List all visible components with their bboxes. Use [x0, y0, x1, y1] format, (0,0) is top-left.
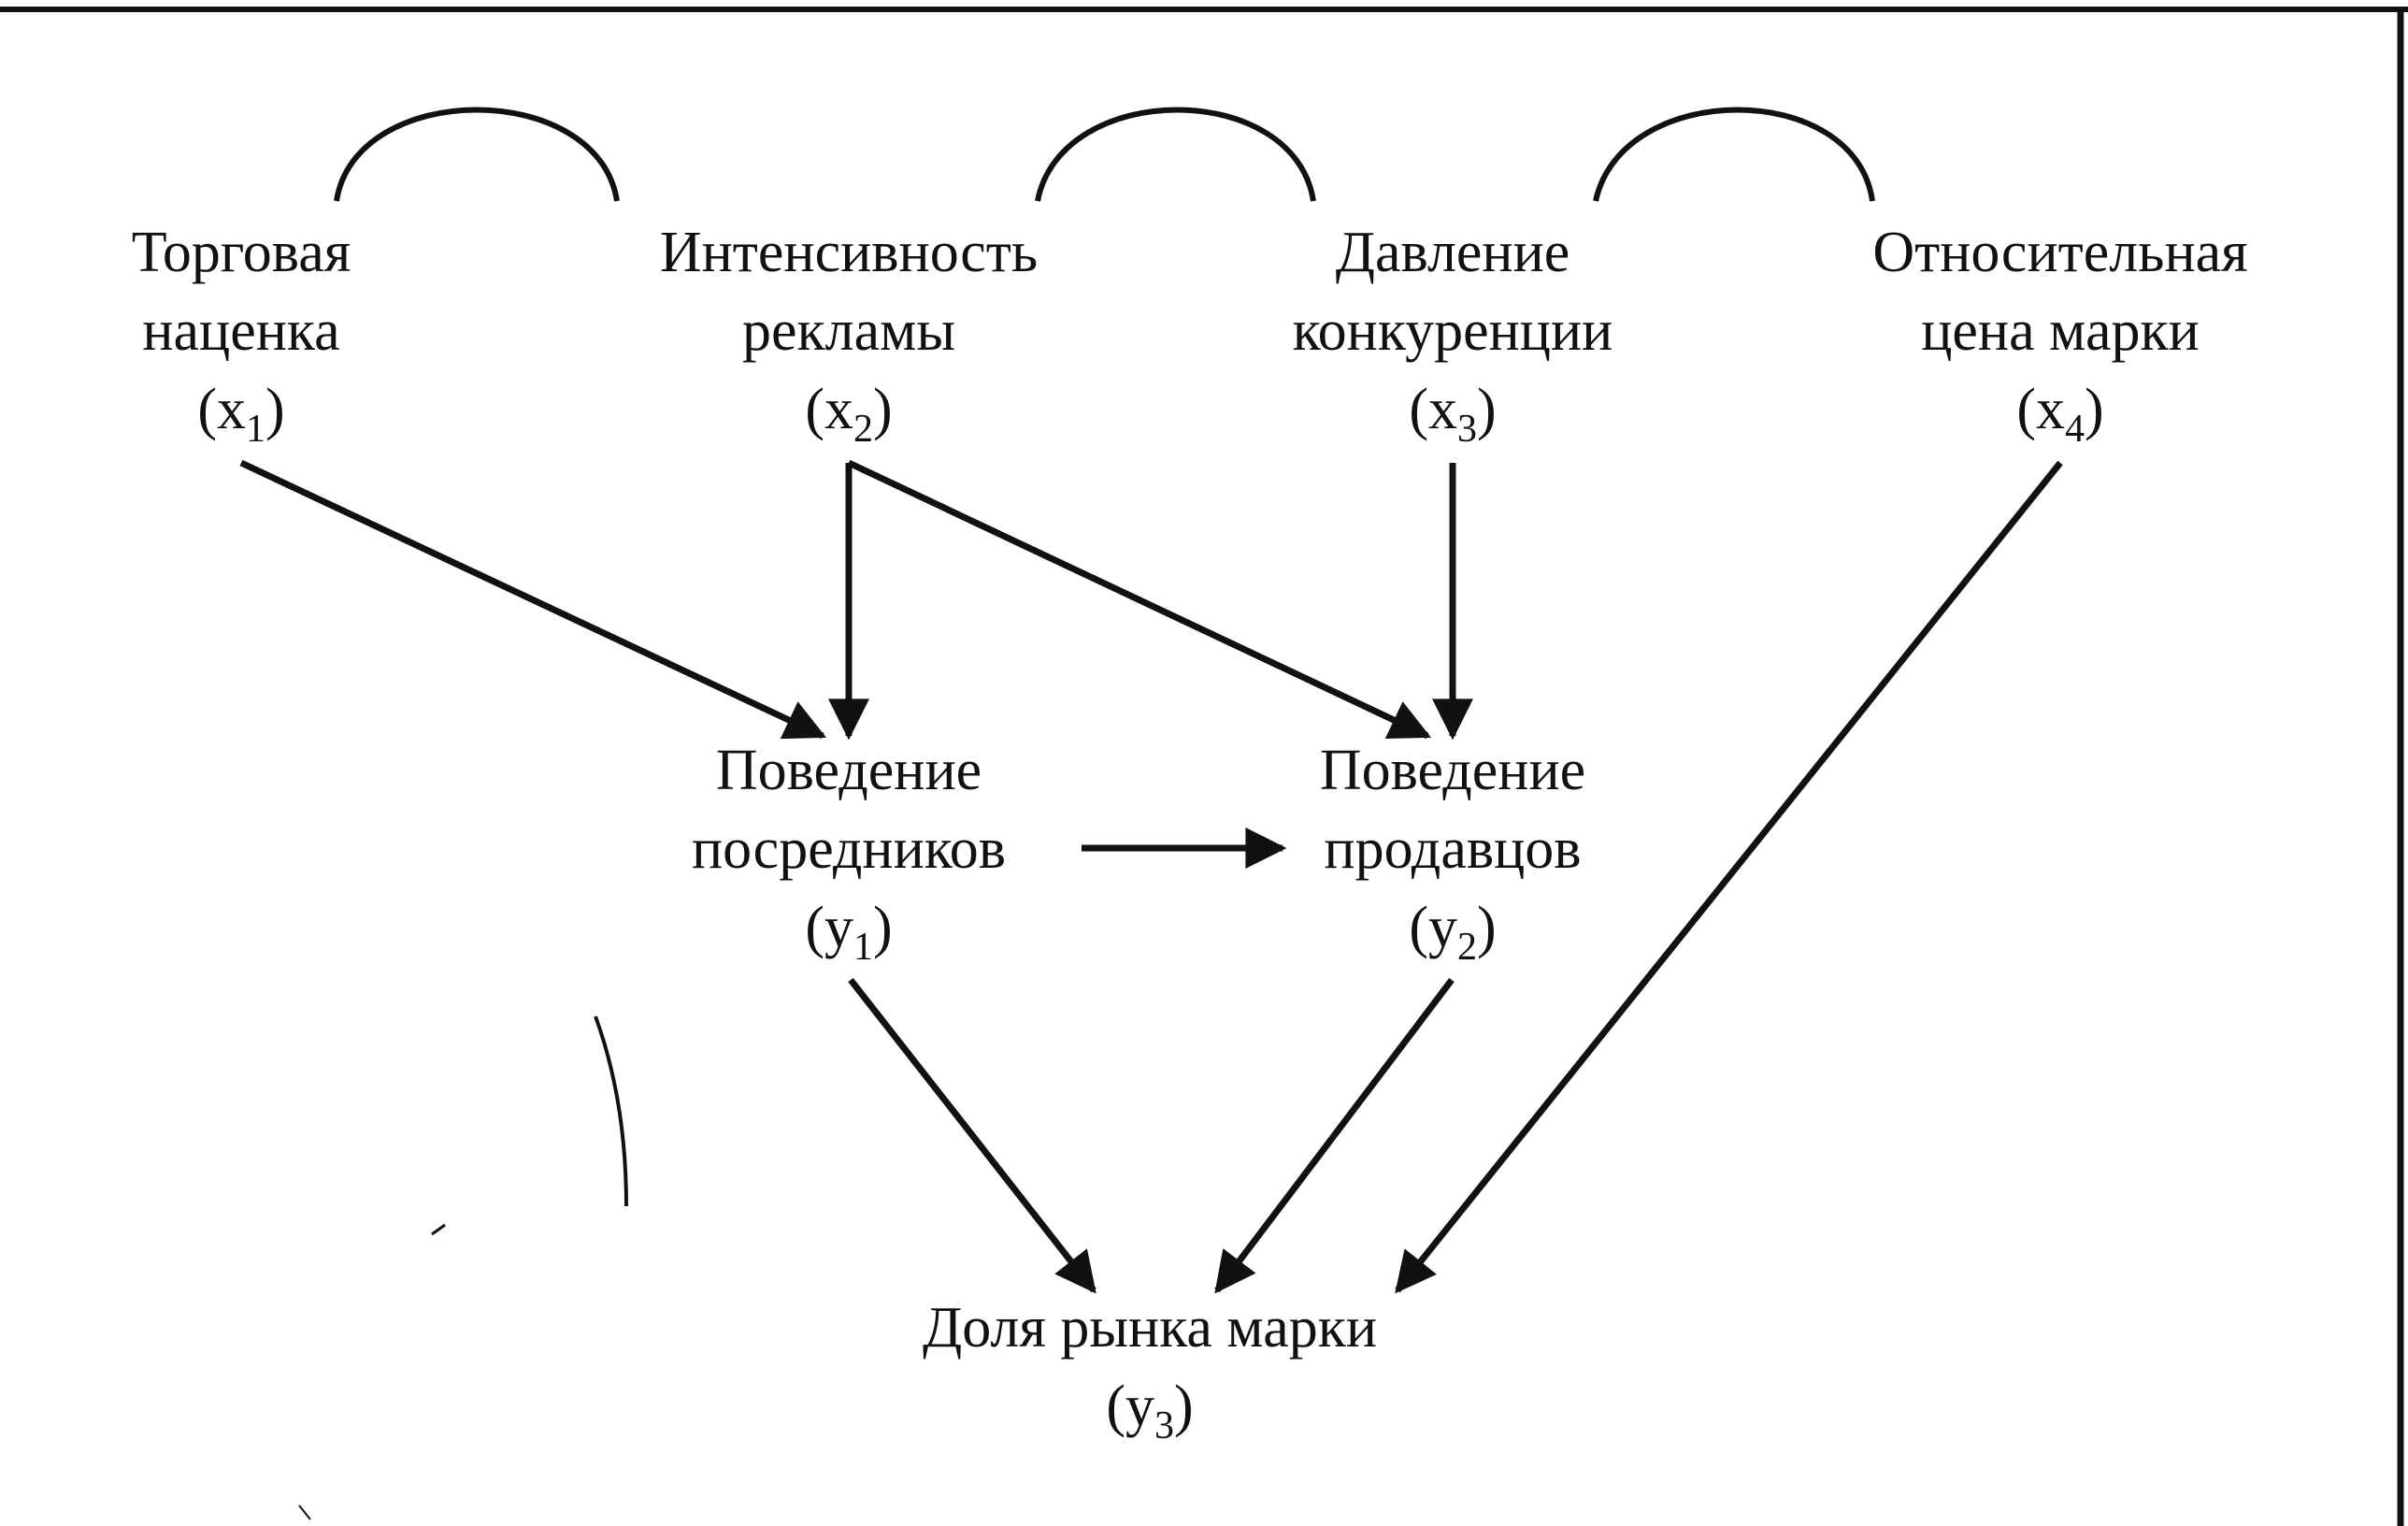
node-label-line: Доля рынка марки [922, 1296, 1378, 1360]
node-label-line: Торговая [131, 221, 351, 284]
node-symbol: (x2) [805, 378, 893, 451]
correlation-arc-x3-x4 [1593, 107, 1875, 202]
node-label-line: Относительная [1872, 221, 2248, 284]
arrow-x2-to-y2 [847, 459, 1431, 740]
node-intermediary-behavior: Поведение посредников (y1) [692, 731, 1006, 967]
node-label-line: посредников [691, 817, 1007, 881]
node-relative-brand-price: Относительная цена марки (x4) [1872, 213, 2247, 449]
node-seller-behavior: Поведение продавцов (y2) [1320, 731, 1585, 967]
arrow-y2-to-y3 [1214, 977, 1455, 1294]
node-label-line: Поведение [1319, 739, 1586, 802]
node-symbol: (y1) [805, 896, 893, 969]
node-advertising-intensity: Интенсивность рекламы (x2) [660, 213, 1038, 449]
node-label-line: конкуренции [1292, 299, 1613, 363]
arrow-y1-to-y3 [848, 977, 1096, 1294]
node-label-line: Давление [1335, 221, 1570, 284]
arrow-x4-to-y3 [1395, 460, 2063, 1294]
stray-mark-tick [431, 1223, 446, 1236]
node-symbol: (x4) [2016, 378, 2104, 451]
stray-mark-curve [594, 1015, 628, 1207]
node-symbol: (y3) [1106, 1375, 1194, 1447]
arrow-x1-to-y1 [239, 459, 826, 740]
node-label-line: продавцов [1324, 817, 1582, 881]
node-symbol: (x1) [197, 378, 285, 451]
node-label-line: Интенсивность [659, 221, 1039, 284]
node-symbol: (y2) [1409, 896, 1497, 969]
node-trade-markup: Торговая наценка (x1) [132, 213, 351, 449]
node-label-line: наценка [142, 299, 340, 363]
node-competitive-pressure: Давление конкуренции (x3) [1293, 213, 1613, 449]
node-brand-market-share: Доля рынка марки (y3) [923, 1288, 1377, 1446]
node-label-line: цена марки [1921, 299, 2200, 363]
correlation-arc-x1-x2 [334, 107, 620, 202]
node-label-line: рекламы [742, 299, 955, 363]
node-symbol: (x3) [1409, 378, 1497, 451]
node-label-line: Поведение [715, 739, 982, 802]
stray-mark-corner [298, 1504, 311, 1520]
correlation-arc-x2-x3 [1035, 107, 1316, 202]
